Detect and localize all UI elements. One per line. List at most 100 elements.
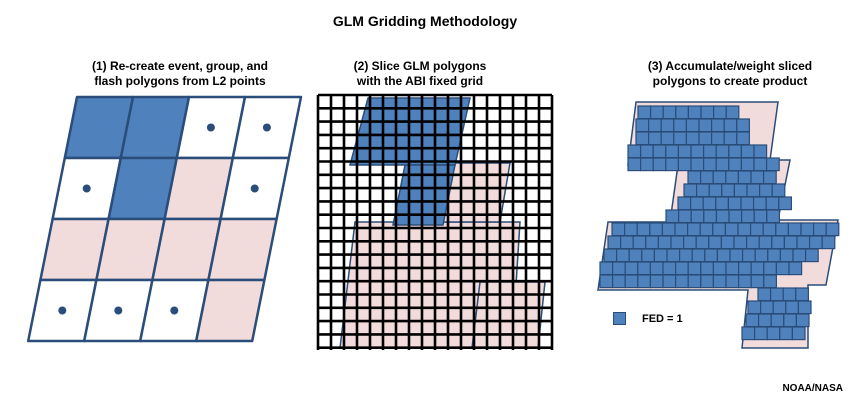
fed-pixel <box>607 235 622 250</box>
fed-pixel <box>766 209 780 224</box>
fed-pixel <box>804 248 819 263</box>
fed-pixel <box>619 235 634 250</box>
fed-pixel <box>757 287 772 302</box>
fed-pixel <box>687 274 702 289</box>
fed-pixel <box>791 326 806 341</box>
fed-pixel <box>763 261 777 276</box>
fed-pixel <box>662 261 677 276</box>
fed-pixel <box>708 235 722 250</box>
fed-pixel <box>769 287 784 302</box>
fed-pixel <box>687 261 702 276</box>
fed-pixel <box>754 248 769 263</box>
fed-pixel <box>665 144 679 159</box>
panel-3-accumulated-product <box>597 101 840 349</box>
fed-pixel <box>627 157 642 172</box>
fed-pixel <box>728 144 742 159</box>
fed-pixel <box>737 274 752 289</box>
fed-pixel <box>753 144 768 159</box>
fed-pixel <box>746 183 761 198</box>
fed-pixel <box>639 144 654 159</box>
fed-pixel <box>695 183 710 198</box>
fed-pixel <box>715 196 729 211</box>
legend: FED = 1 <box>613 312 683 325</box>
fed-pixel <box>652 144 667 159</box>
fed-pixel <box>765 157 780 172</box>
fed-pixel <box>796 235 811 250</box>
fed-pixel <box>737 222 752 237</box>
fed-pixel <box>715 209 730 224</box>
fed-pixel <box>733 235 748 250</box>
panel-2-title-line-1: (2) Slice GLM polygons <box>353 59 487 73</box>
fed-pixel <box>624 274 639 289</box>
l2-point-dot <box>250 184 259 193</box>
fed-pixel <box>649 274 664 289</box>
fed-pixel <box>647 131 662 146</box>
fed-pixel <box>762 170 777 185</box>
panel-1-title: (1) Re-create event, group, and flash po… <box>80 59 280 89</box>
fed-pixel <box>665 157 679 172</box>
fed-pixel <box>727 196 742 211</box>
fed-pixel <box>747 300 762 315</box>
fed-pixel <box>749 222 764 237</box>
fed-pixel <box>698 118 713 133</box>
fed-pixel <box>702 144 717 159</box>
fed-pixel <box>635 131 650 146</box>
fed-pixel <box>785 300 799 315</box>
fed-pixel <box>783 235 798 250</box>
panel-3-title-line-2: polygons to create product <box>652 74 808 88</box>
fed-pixel <box>700 274 714 289</box>
fed-pixel <box>660 118 675 133</box>
fed-pixel <box>683 183 698 198</box>
fed-pixel <box>775 222 789 237</box>
fed-pixel <box>778 196 792 211</box>
fed-pixel <box>695 235 710 250</box>
fed-pixel <box>767 248 781 263</box>
fed-pixel <box>752 196 767 211</box>
fed-pixel <box>686 222 701 237</box>
fed-pixel <box>800 222 815 237</box>
fed-pixel <box>758 235 773 250</box>
legend-swatch <box>613 312 626 325</box>
fed-pixel <box>753 209 768 224</box>
fed-pixel <box>750 170 765 185</box>
fed-pixel <box>690 144 705 159</box>
fed-pixel <box>691 248 706 263</box>
fed-pixel <box>635 118 650 133</box>
panel-1-title-line-2: flash polygons from L2 points <box>94 74 266 88</box>
fed-pixel <box>737 170 752 185</box>
flash-polygon-region <box>471 281 546 349</box>
fed-pixel <box>728 157 742 172</box>
fed-pixel <box>725 261 740 276</box>
fed-pixel <box>736 131 750 146</box>
fed-pixel <box>712 170 727 185</box>
fed-pixel <box>611 274 626 289</box>
fed-pixel <box>724 222 739 237</box>
fed-pixel <box>758 183 773 198</box>
fed-pixel <box>725 105 740 120</box>
diagram-title: GLM Gridding Methodology <box>332 13 518 29</box>
fed-pixel <box>782 287 797 302</box>
fed-pixel <box>750 261 765 276</box>
fed-pixel <box>647 118 662 133</box>
fed-pixel <box>765 196 780 211</box>
fed-pixel <box>673 131 687 146</box>
fed-pixel <box>792 248 807 263</box>
fed-pixel <box>649 261 664 276</box>
fed-pixel <box>649 222 663 237</box>
fed-pixel <box>685 118 700 133</box>
fed-pixel <box>677 209 692 224</box>
fed-pixel <box>677 196 692 211</box>
fed-pixel <box>725 170 739 185</box>
fed-pixel <box>702 157 717 172</box>
fed-pixel <box>741 326 756 341</box>
fed-pixel <box>673 118 687 133</box>
fed-pixel <box>788 261 803 276</box>
fed-pixel <box>615 248 630 263</box>
fed-pixel <box>721 183 735 198</box>
fed-pixel <box>812 222 827 237</box>
fed-pixel <box>603 248 618 263</box>
fed-pixel <box>652 157 667 172</box>
grid-cell <box>207 217 278 282</box>
fed-pixel <box>649 105 664 120</box>
